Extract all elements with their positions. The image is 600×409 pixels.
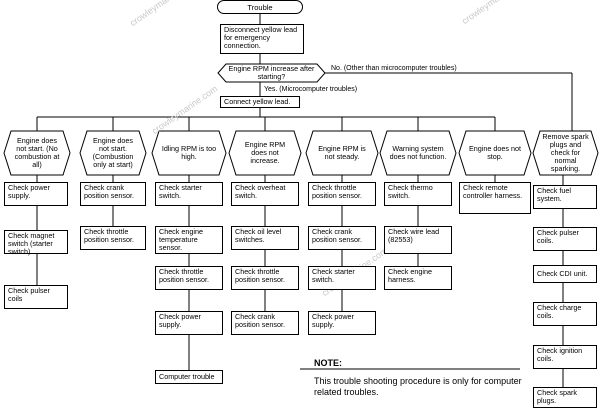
no-branch-label: No. (Other than microcomputer troubles) <box>331 65 457 72</box>
check-box: Check power supply. <box>155 311 223 335</box>
symptom-combustion-at-start: Engine does not start. (Combustion only … <box>92 136 134 169</box>
check-box: Check engine harness. <box>384 266 452 290</box>
check-box: Check thermo switch. <box>384 182 452 206</box>
check-box: Check CDI unit. <box>533 265 597 283</box>
check-box: Check power supply. <box>4 182 68 206</box>
check-box: Check pulser coils <box>4 285 68 309</box>
check-box: Check magnet switch (starter switch). <box>4 230 68 256</box>
check-box: Check starter switch. <box>308 266 376 290</box>
symptom-check-sparking: Remove spark plugs and check for normal … <box>542 132 589 173</box>
disconnect-step: Disconnect yellow lead for emergency con… <box>220 24 304 54</box>
note-title: NOTE: <box>314 358 342 368</box>
check-box: Check throttle position sensor. <box>308 182 376 206</box>
symptom-idling-high: Idling RPM is too high. <box>161 144 217 161</box>
note-text: This trouble shooting procedure is only … <box>314 376 522 397</box>
check-box: Check overheat switch. <box>231 182 299 206</box>
start-node: Trouble <box>217 0 303 14</box>
computer-trouble-box: Computer trouble <box>155 370 223 384</box>
check-box: Check starter switch. <box>155 182 223 206</box>
symptom-rpm-no-increase: Engine RPM does not increase. <box>244 140 286 165</box>
check-box: Check throttle position sensor. <box>231 266 299 290</box>
check-box: Check wire lead (82553) <box>384 226 452 254</box>
symptom-no-combustion: Engine does not start. (No combustion at… <box>14 136 60 169</box>
connect-step: Connect yellow lead. <box>220 96 300 108</box>
symptom-warning-system: Warning system does not function. <box>389 144 447 161</box>
check-box: Check charge coils. <box>533 302 597 326</box>
check-box: Check remote controller harness. <box>459 182 531 214</box>
check-box: Check engine temperature sensor. <box>155 226 223 254</box>
check-box: Check crank position sensor. <box>80 182 146 206</box>
check-box: Check crank position sensor. <box>231 311 299 335</box>
check-box: Check pulser coils. <box>533 227 597 251</box>
check-box: Check fuel system. <box>533 185 597 209</box>
check-box: Check crank position sensor. <box>308 226 376 250</box>
check-box: Check ignition coils. <box>533 345 597 369</box>
decision-node: Engine RPM increase after starting? <box>228 64 315 81</box>
check-box: Check throttle position sensor. <box>80 226 146 250</box>
yes-branch-label: Yes. (Microcomputer troubles) <box>264 86 358 93</box>
symptom-rpm-not-steady: Engine RPM is not steady. <box>318 144 366 161</box>
check-box: Check power supply. <box>308 311 376 335</box>
check-box: Check throttle position sensor. <box>155 266 223 290</box>
symptom-engine-no-stop: Engine does not stop. <box>469 144 521 161</box>
check-box: Check spark plugs. <box>533 387 597 408</box>
check-box: Check oil level switches. <box>231 226 299 250</box>
